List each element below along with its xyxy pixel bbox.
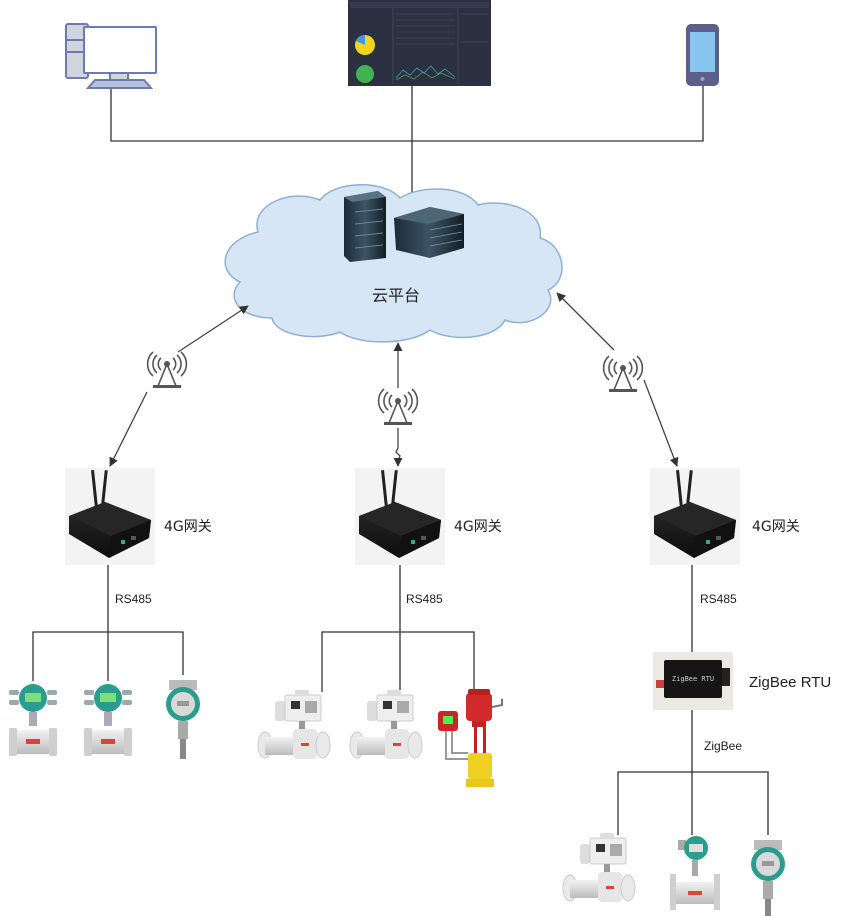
electric-control-valve-icon — [257, 690, 331, 759]
smartphone-icon — [686, 24, 719, 86]
zigbee-rtu-label: ZigBee RTU — [749, 674, 831, 691]
gateway-4g-device — [65, 468, 155, 565]
electromagnetic-flowmeter-icon — [84, 684, 132, 756]
gateway-label-1: 4G网关 — [164, 519, 212, 535]
cell-tower-icon — [146, 351, 188, 388]
client-bus-lines — [110, 86, 704, 205]
pressure-transmitter-icon — [751, 840, 785, 916]
desktop-computer-icon — [65, 23, 157, 89]
rtu-device-text: ZigBee RTU — [672, 675, 714, 683]
donut-chart-thumbnail — [356, 65, 374, 83]
dashboard-screen-icon — [348, 0, 491, 86]
rs485-bus-lines — [32, 565, 693, 692]
vortex-flowmeter-icon — [670, 836, 720, 910]
cloud-platform: 云平台 — [224, 184, 563, 343]
pressure-transmitter-icon — [166, 680, 200, 759]
server-icon — [344, 191, 386, 262]
explosion-proof-control-valve-icon — [438, 689, 503, 787]
gateway-4g-device — [650, 468, 740, 565]
cloud-shape — [224, 184, 563, 343]
bus-label-rs485-2: RS485 — [406, 592, 443, 606]
zigbee-bus-lines — [617, 710, 769, 835]
bus-label-rs485-1: RS485 — [115, 592, 152, 606]
bus-label-rs485-3: RS485 — [700, 592, 737, 606]
bus-label-zigbee: ZigBee — [704, 739, 742, 753]
gateway-label-3: 4G网关 — [752, 519, 800, 535]
electric-control-valve-icon — [349, 690, 423, 759]
zigbee-rtu-device: ZigBee RTU — [653, 652, 733, 710]
rack-server-icon — [394, 207, 464, 258]
cell-tower-icon — [602, 355, 644, 392]
electric-control-valve-icon — [562, 833, 636, 902]
cloud-platform-label: 云平台 — [372, 286, 420, 305]
wireless-links — [109, 292, 679, 467]
cell-tower-icon — [377, 388, 419, 425]
electromagnetic-flowmeter-icon — [9, 684, 57, 756]
gateway-label-2: 4G网关 — [454, 519, 502, 535]
gateway-4g-device — [355, 468, 445, 565]
